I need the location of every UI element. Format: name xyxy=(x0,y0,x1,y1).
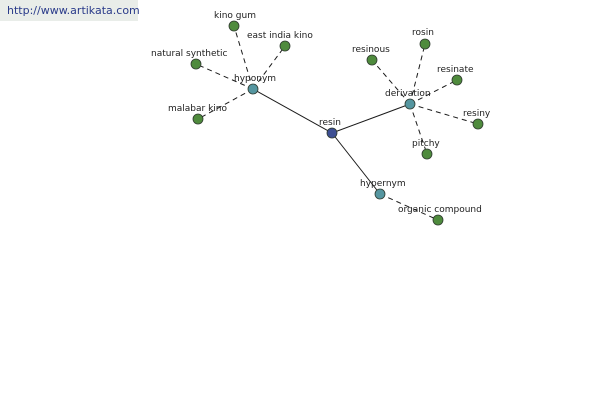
label-derivation: derivation xyxy=(385,89,431,99)
edge-resin-hyponym xyxy=(252,88,333,134)
edge-resin-derivation xyxy=(331,103,411,134)
label-east-india-kino: east india kino xyxy=(247,31,313,41)
label-rosin: rosin xyxy=(412,28,434,38)
label-kino-gum: kino gum xyxy=(214,11,256,21)
node-resinate[interactable] xyxy=(451,74,463,86)
edge-hyponym-kino-gum xyxy=(233,25,254,90)
edge-derivation-resinous xyxy=(371,59,411,105)
node-hyponym[interactable] xyxy=(247,83,259,95)
label-natural-synthetic: natural synthetic xyxy=(151,49,228,59)
edge-resin-hypernym xyxy=(331,132,381,195)
node-resin[interactable] xyxy=(326,127,338,139)
edge-derivation-rosin xyxy=(409,43,426,105)
node-east-india-kino[interactable] xyxy=(279,40,291,52)
node-hypernym[interactable] xyxy=(374,188,386,200)
label-resiny: resiny xyxy=(463,109,491,119)
label-resinate: resinate xyxy=(437,65,474,75)
edge-hyponym-malabar-kino xyxy=(197,88,254,120)
node-resiny[interactable] xyxy=(472,118,484,130)
label-organic-compound: organic compound xyxy=(398,205,482,215)
node-kino-gum[interactable] xyxy=(228,20,240,32)
label-hyponym: hyponym xyxy=(234,74,276,84)
label-resinous: resinous xyxy=(352,45,390,55)
node-derivation[interactable] xyxy=(404,98,416,110)
edge-derivation-resiny xyxy=(409,103,479,125)
node-malabar-kino[interactable] xyxy=(192,113,204,125)
label-hypernym: hypernym xyxy=(360,179,406,189)
node-rosin[interactable] xyxy=(419,38,431,50)
label-resin: resin xyxy=(319,118,341,128)
label-malabar-kino: malabar kino xyxy=(168,104,228,114)
node-resinous[interactable] xyxy=(366,54,378,66)
node-pitchy[interactable] xyxy=(421,148,433,160)
node-natural-synthetic[interactable] xyxy=(190,58,202,70)
edge-hypernym-organic-compound xyxy=(379,193,439,221)
label-pitchy: pitchy xyxy=(412,139,440,149)
node-organic-compound[interactable] xyxy=(432,214,444,226)
edge-hyponym-natural-synthetic xyxy=(195,63,254,90)
site-url-link[interactable]: http://www.artikata.com xyxy=(0,0,140,21)
